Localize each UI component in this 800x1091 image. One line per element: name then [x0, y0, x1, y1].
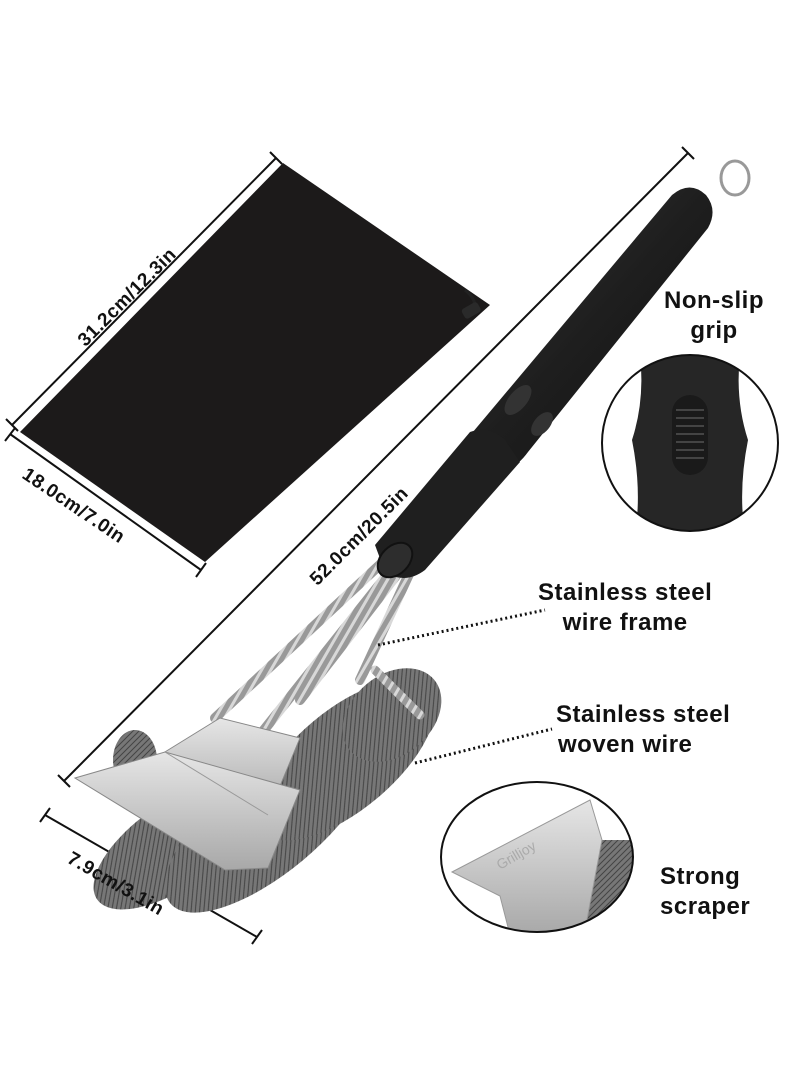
storage-bag — [20, 163, 490, 562]
woven-wire-label: Stainless steel woven wire — [556, 701, 731, 758]
grip-label: Non-slip grip — [664, 287, 764, 344]
scraper-blade — [73, 717, 301, 871]
scraper-closeup: Grilljoy — [440, 781, 634, 933]
callout-leaders — [377, 608, 553, 765]
scraper-label: Strong scraper — [660, 863, 751, 920]
brush-handle — [375, 159, 751, 579]
bag-length-dimension-line — [5, 151, 283, 432]
wire-frame — [210, 555, 425, 740]
brush-length-dimension-line — [57, 146, 695, 788]
grip-closeup — [601, 354, 779, 532]
wire-frame-label: Stainless steel wire frame — [538, 579, 713, 636]
bag-width-dimension-line — [4, 427, 207, 578]
